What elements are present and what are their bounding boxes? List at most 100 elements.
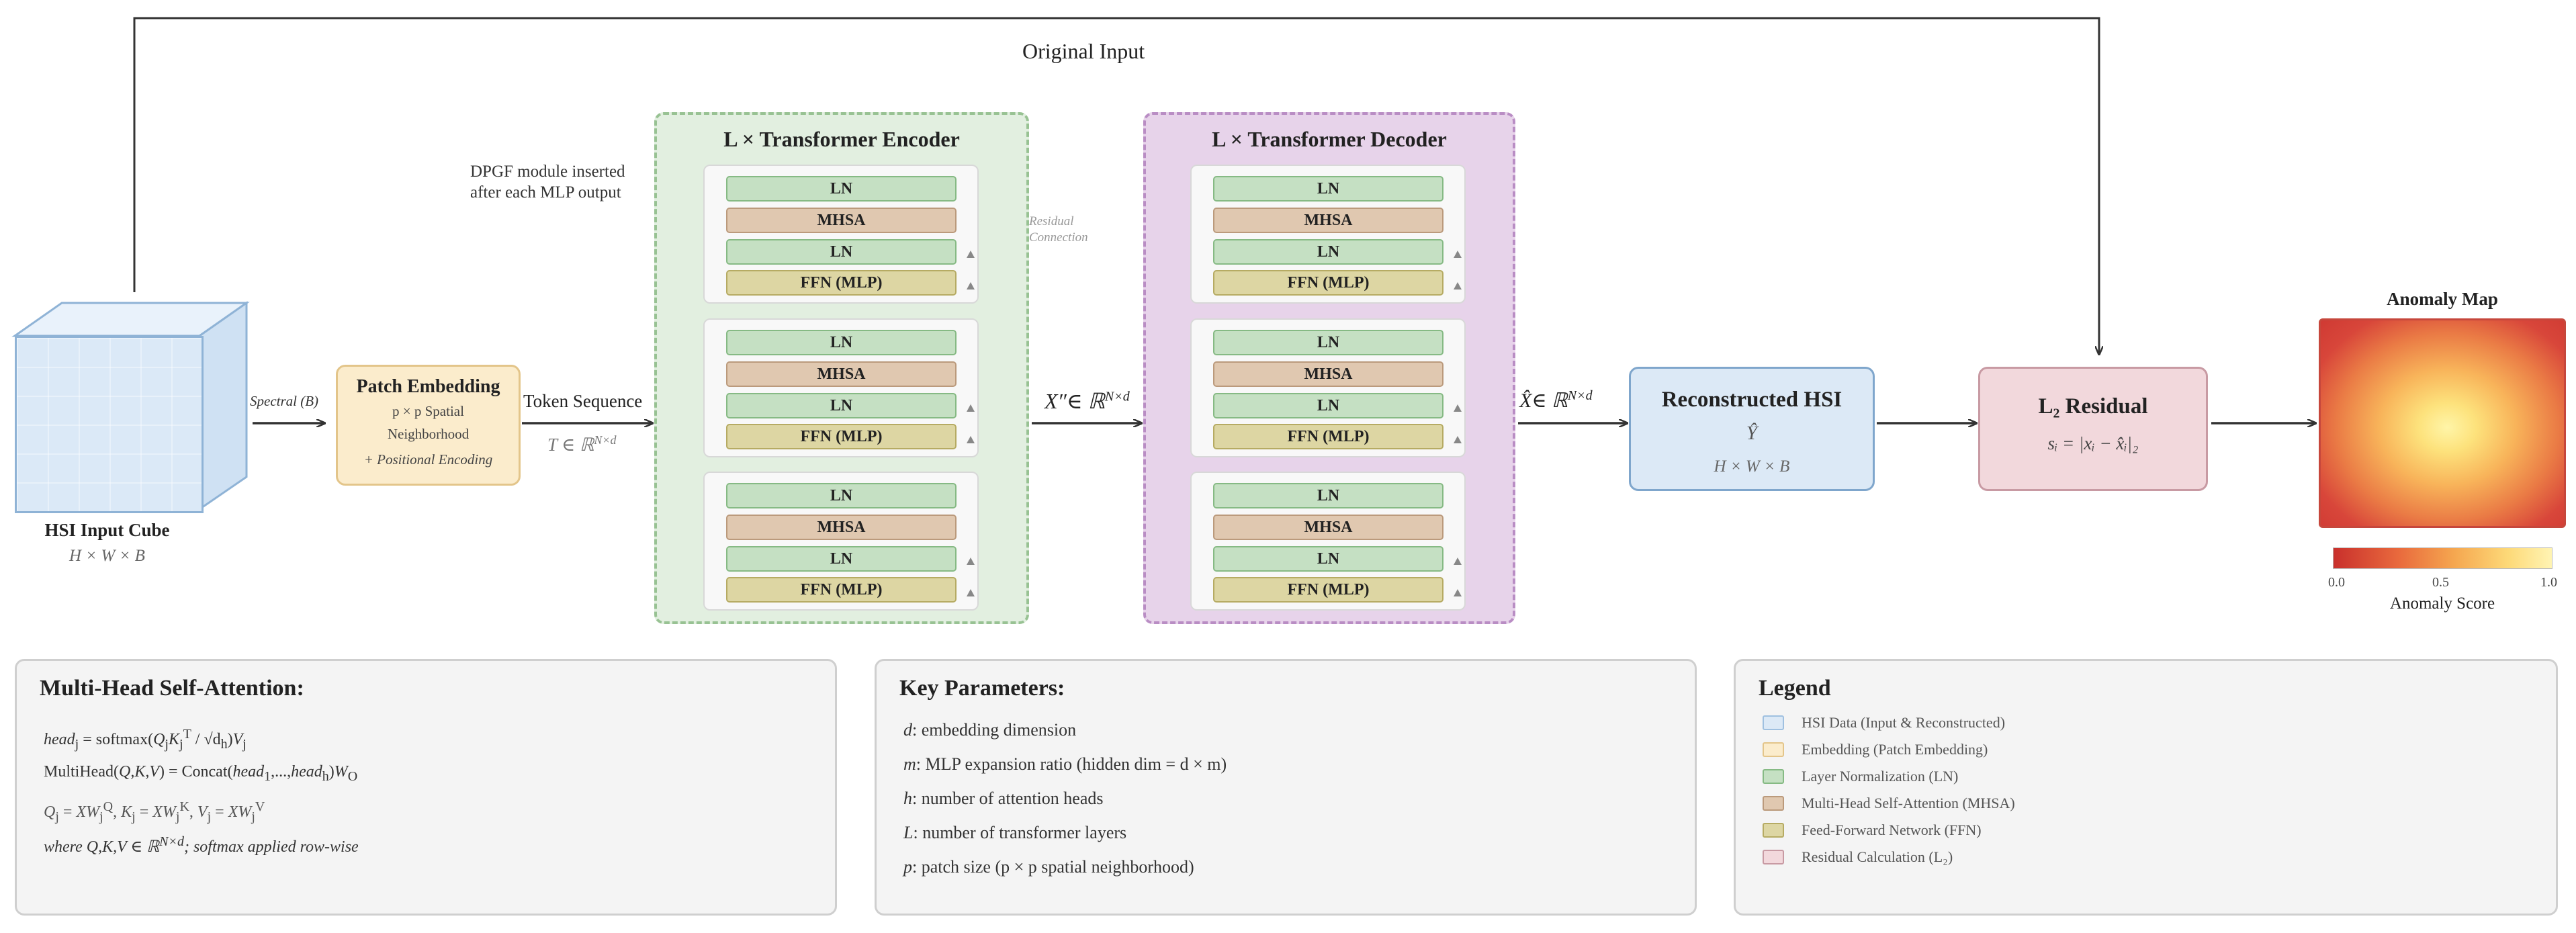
legend-label: Embedding (Patch Embedding) [1802,741,1988,758]
legend-swatch [1763,742,1784,757]
spectral-label: Spectral (B) [250,393,319,409]
encoder-block-3-layer-mhsa: MHSA [726,515,957,540]
encoder-block-2-layer-ffn-mlp-: FFN (MLP) [726,424,957,449]
colorbar-label: Anomaly Score [2389,594,2495,613]
mhsa-panel: Multi-Head Self-Attention: headj = softm… [15,659,837,916]
colorbar-tick-1: 1.0 [2540,575,2557,590]
decoder-block-3-layer-mhsa: MHSA [1213,515,1444,540]
encoder-residual-marker [967,282,975,290]
params-panel-title: Key Parameters: [899,676,1065,701]
encoder-block-1-layer-ln: LN [726,176,957,202]
decoder-residual-marker [1454,404,1462,412]
x-hat-label: X̂∈ ℝN×d [1519,388,1593,412]
legend-label: Layer Normalization (LN) [1802,768,1959,785]
residual-note-line-1: Residual [1029,214,1074,228]
cube-title: HSI Input Cube [44,520,170,540]
resid-formula: sᵢ = |xᵢ − x̂ᵢ|₂ [2047,433,2139,453]
colorbar-tick-05: 0.5 [2432,575,2449,590]
legend-swatch [1763,850,1784,864]
mhsa-line-4: where Q,K,V ∈ ℝN×d; softmax applied row-… [44,834,359,856]
decoder-block-1-layer-ln: LN [1213,176,1444,202]
decoder-residual-marker [1454,558,1462,565]
encoder-block-2-layer-ln: LN [726,393,957,418]
param-p: p: patch size (p × p spatial neighborhoo… [903,857,1194,877]
legend-swatch [1763,769,1784,784]
decoder-block-3-layer-ln: LN [1213,546,1444,572]
cube-side-face [198,301,248,511]
token-math: T ∈ ℝ [547,435,594,455]
dpgf-note-line-1: DPGF module inserted [470,163,625,181]
anomaly-colorbar [2333,547,2552,569]
l2-residual-box: L₂ Residual sᵢ = |xᵢ − x̂ᵢ|₂ [1978,367,2208,491]
param-d: d: embedding dimension [903,720,1076,740]
decoder-block-2-layer-ln: LN [1213,330,1444,355]
param-l: L: number of transformer layers [903,823,1126,843]
recon-dims: H × W × B [1714,457,1790,476]
param-m-sym: m [903,754,916,774]
encoder-block-3-layer-ln: LN [726,483,957,508]
token-sequence-math: T ∈ ℝN×d [547,433,617,455]
encoder-block-1-layer-mhsa: MHSA [726,208,957,233]
legend-panel: Legend HSI Data (Input & Reconstructed) E… [1734,659,2558,916]
x-double-prime-math: X″∈ ℝ [1045,389,1105,413]
original-input-label: Original Input [1022,39,1145,63]
x-double-prime-sup: N×d [1104,389,1130,404]
mhsa-panel-title: Multi-Head Self-Attention: [40,676,304,701]
patch-embedding-line3: + Positional Encoding [363,451,493,468]
mhsa-line-2: MultiHead(Q,K,V) = Concat(head1,...,head… [44,763,358,784]
param-m-text: : MLP expansion ratio (hidden dim = d × … [916,754,1227,774]
encoder-block-3-layer-ffn-mlp-: FFN (MLP) [726,577,957,603]
residual-note-line-2: Connection [1029,230,1088,245]
recon-title: Reconstructed HSI [1661,388,1842,412]
encoder-residual-marker [967,404,975,412]
param-d-text: : embedding dimension [912,720,1077,740]
patch-embedding-line2: Neighborhood [387,426,470,442]
mhsa-line-1: headj = softmax(QjKjT / √dh)Vj [44,727,247,752]
encoder-block-2-layer-ln: LN [726,330,957,355]
residual-connection-note: Residual Connection [1029,214,1088,246]
encoder-residual-marker [967,251,975,258]
patch-embedding-box: Patch Embedding p × p Spatial Neighborho… [336,365,521,486]
anomaly-heatmap [2319,318,2566,528]
legend-label: Multi-Head Self-Attention (MHSA) [1802,795,2015,811]
x-hat-math: X̂∈ ℝ [1519,390,1568,412]
param-d-sym: d [903,720,912,740]
param-p-text: : patch size (p × p spatial neighborhood… [912,857,1194,877]
param-l-sym: L [903,823,914,842]
dpgf-note-line-2: after each MLP output [470,183,621,202]
x-hat-sup: N×d [1567,388,1593,403]
decoder-block-3-layer-ffn-mlp-: FFN (MLP) [1213,577,1444,603]
decoder-block-1-layer-mhsa: MHSA [1213,208,1444,233]
decoder-block-2-layer-ffn-mlp-: FFN (MLP) [1213,424,1444,449]
decoder-block-1-layer-ln: LN [1213,239,1444,265]
param-h-text: : number of attention heads [912,789,1104,808]
legend-label: Residual Calculation (L₂) [1802,848,1953,865]
skip-connection-line [133,17,2099,355]
token-sup: N×d [594,433,617,447]
cube-dims: H × W × B [69,547,145,565]
decoder-residual-marker [1454,436,1462,443]
legend-label: Feed-Forward Network (FFN) [1802,821,1982,838]
encoder-block-1-layer-ffn-mlp-: FFN (MLP) [726,270,957,296]
token-sequence-label: Token Sequence [523,391,643,411]
reconstructed-hsi-box: Reconstructed HSI Ŷ H × W × B [1629,367,1875,491]
encoder-title: L × Transformer Encoder [723,127,960,151]
decoder-residual-marker [1454,282,1462,290]
encoder-residual-marker [967,558,975,565]
encoder-block-1-layer-ln: LN [726,239,957,265]
decoder-title: L × Transformer Decoder [1212,127,1447,151]
hsi-input-cube [15,336,204,513]
decoder-block-1-layer-ffn-mlp-: FFN (MLP) [1213,270,1444,296]
encoder-block-2-layer-mhsa: MHSA [726,361,957,387]
encoder-residual-marker [967,436,975,443]
legend-title: Legend [1759,676,1831,701]
decoder-residual-marker [1454,251,1462,258]
encoder-block-3-layer-ln: LN [726,546,957,572]
anomaly-map-title: Anomaly Map [2387,289,2498,309]
legend-label: HSI Data (Input & Reconstructed) [1802,714,2006,731]
param-p-sym: p [903,857,912,877]
x-double-prime-label: X″∈ ℝN×d [1045,388,1130,414]
legend-swatch [1763,715,1784,730]
mhsa-line-3: Qj = XWjQ, Kj = XWjK, Vj = XWjV [44,799,265,824]
